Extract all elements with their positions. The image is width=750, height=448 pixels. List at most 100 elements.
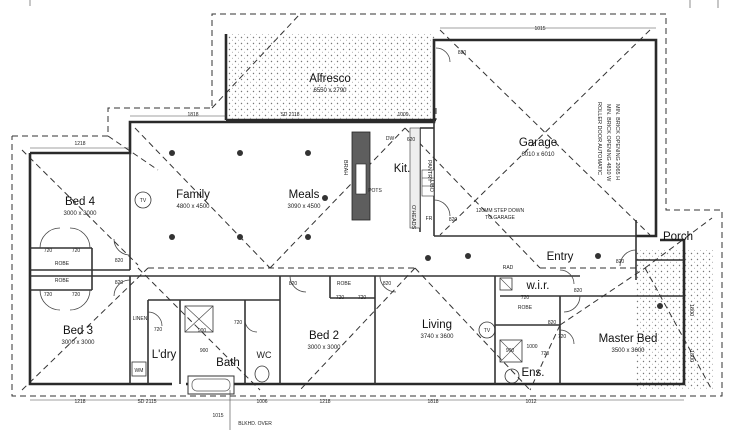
room-wc: WC	[257, 350, 272, 360]
room-name: Family	[176, 189, 210, 201]
bulkhead-label: BLKHD. OVER	[238, 421, 272, 427]
room-name: Living	[422, 319, 452, 331]
room-name: Garage	[519, 137, 557, 149]
dimension: 900	[506, 348, 515, 354]
pots-label: POTS	[368, 188, 382, 194]
light-icon	[305, 234, 311, 240]
light-icon	[322, 195, 328, 201]
light-icon	[169, 234, 175, 240]
dimension: 720	[558, 334, 567, 340]
tv-label: TV	[484, 328, 491, 334]
room-name: Alfresco	[309, 73, 351, 85]
dimension: 1006	[256, 399, 267, 405]
tv-marker-living: TV	[478, 321, 496, 339]
room-name: Kit.	[394, 163, 411, 175]
robe-label: ROBE	[55, 278, 70, 284]
bwah-label: BRAH	[342, 160, 348, 175]
light-icon	[657, 303, 663, 309]
dimension: 1012	[525, 399, 536, 405]
room-family: Family 4800 x 4500	[176, 189, 210, 210]
fixture-labels: ROBE ROBE ROBE ROBE LINEN WM PANTRY DW U…	[55, 102, 620, 427]
sliding-door-label: SD 2115	[137, 399, 156, 405]
dimension: 620	[407, 137, 416, 143]
room-bed4: Bed 4 3000 x 3000	[63, 196, 97, 217]
dimension: 1000	[526, 344, 537, 350]
room-size: 3000 x 3000	[307, 345, 341, 351]
dimension: 1218	[74, 399, 85, 405]
kitchen-island	[351, 127, 435, 229]
room-porch: Porch	[663, 231, 693, 243]
door-swings	[39, 47, 637, 345]
robe-label: ROBE	[518, 305, 533, 311]
room-alfresco: Alfresco 6550 x 2790	[309, 73, 351, 94]
dimension: 1818	[187, 112, 198, 118]
room-size: 6550 x 2790	[313, 88, 347, 94]
dimension: 820	[616, 259, 625, 265]
step-label-2: TO GARAGE	[485, 215, 515, 221]
dimension: 900	[198, 328, 207, 334]
dimension: 820	[574, 288, 583, 294]
dimension: 820	[458, 50, 467, 56]
room-name: Bed 3	[63, 325, 93, 337]
tv-label: TV	[140, 198, 147, 204]
room-bath: Bath	[216, 357, 240, 369]
dimension: 1218	[319, 399, 330, 405]
room-name: Bed 4	[65, 196, 96, 208]
dimension: 720	[44, 292, 53, 298]
room-name: Bath	[216, 357, 240, 369]
dimension: 820	[449, 217, 458, 223]
dimension: 1818	[427, 399, 438, 405]
light-icon	[425, 255, 431, 261]
room-size: 3500 x 3600	[611, 348, 645, 354]
room-size: 3740 x 3600	[420, 334, 454, 340]
dimension: 720	[44, 248, 53, 254]
dimension: 720	[234, 320, 243, 326]
room-name: Bed 2	[309, 330, 339, 342]
linen-label: LINEN	[133, 316, 148, 322]
room-size: 3000 x 3000	[61, 340, 95, 346]
tv-marker-family: TV	[134, 191, 152, 209]
light-icon	[595, 253, 601, 259]
light-icon	[465, 253, 471, 259]
room-name: w.i.r.	[525, 280, 549, 292]
room-size: 3090 x 4500	[287, 204, 321, 210]
room-meals: Meals 3090 x 4500	[287, 189, 321, 210]
light-icon	[169, 150, 175, 156]
internal-walls	[30, 120, 684, 384]
step-label: 120MM STEP DOWN	[476, 208, 525, 214]
room-name: L'dry	[152, 349, 177, 361]
room-kit: Kit.	[394, 163, 411, 175]
room-ldry: L'dry	[152, 349, 177, 361]
room-wir: w.i.r.	[525, 280, 549, 292]
room-name: WC	[257, 350, 272, 360]
light-icon	[237, 234, 243, 240]
dimension: 720	[154, 327, 163, 333]
room-name: Master Bed	[599, 333, 658, 345]
dimension: 820	[115, 280, 124, 286]
room-master-bed: Master Bed 3500 x 3600	[599, 333, 658, 354]
dimension: 1800	[688, 304, 694, 316]
dimension: 720	[72, 248, 81, 254]
dimension: 1009	[397, 112, 408, 118]
robe-label: ROBE	[55, 261, 70, 267]
roller-door-height: MIN. BRICK OPENING 2065 H	[614, 104, 620, 180]
hatched-paving	[226, 34, 714, 390]
room-ens: Ens.	[521, 367, 544, 379]
light-icon	[237, 150, 243, 156]
room-name: Meals	[289, 189, 320, 201]
sliding-door-label: SD 2118	[280, 112, 299, 118]
dimension: 720	[541, 351, 550, 357]
ceiling-lights	[169, 150, 663, 309]
room-garage: Garage 6010 x 6010	[519, 137, 557, 158]
room-bed2: Bed 2 3000 x 3000	[307, 330, 341, 351]
dimension: 1015	[212, 413, 223, 419]
dimensions: 1015 820 1818 1009 1218 620 820 720 720 …	[44, 26, 694, 419]
dimension: 820	[289, 281, 298, 287]
roller-door-label: ROLLER DOOR AUTOMATIC	[596, 102, 602, 175]
dimension: 1800	[688, 350, 694, 362]
roller-door-width: MIN. BRICK OPENING 4810 W	[605, 104, 611, 182]
room-name: Porch	[663, 231, 693, 243]
wet-fixtures	[131, 277, 523, 395]
pantry-label: PANTRY	[426, 160, 432, 182]
